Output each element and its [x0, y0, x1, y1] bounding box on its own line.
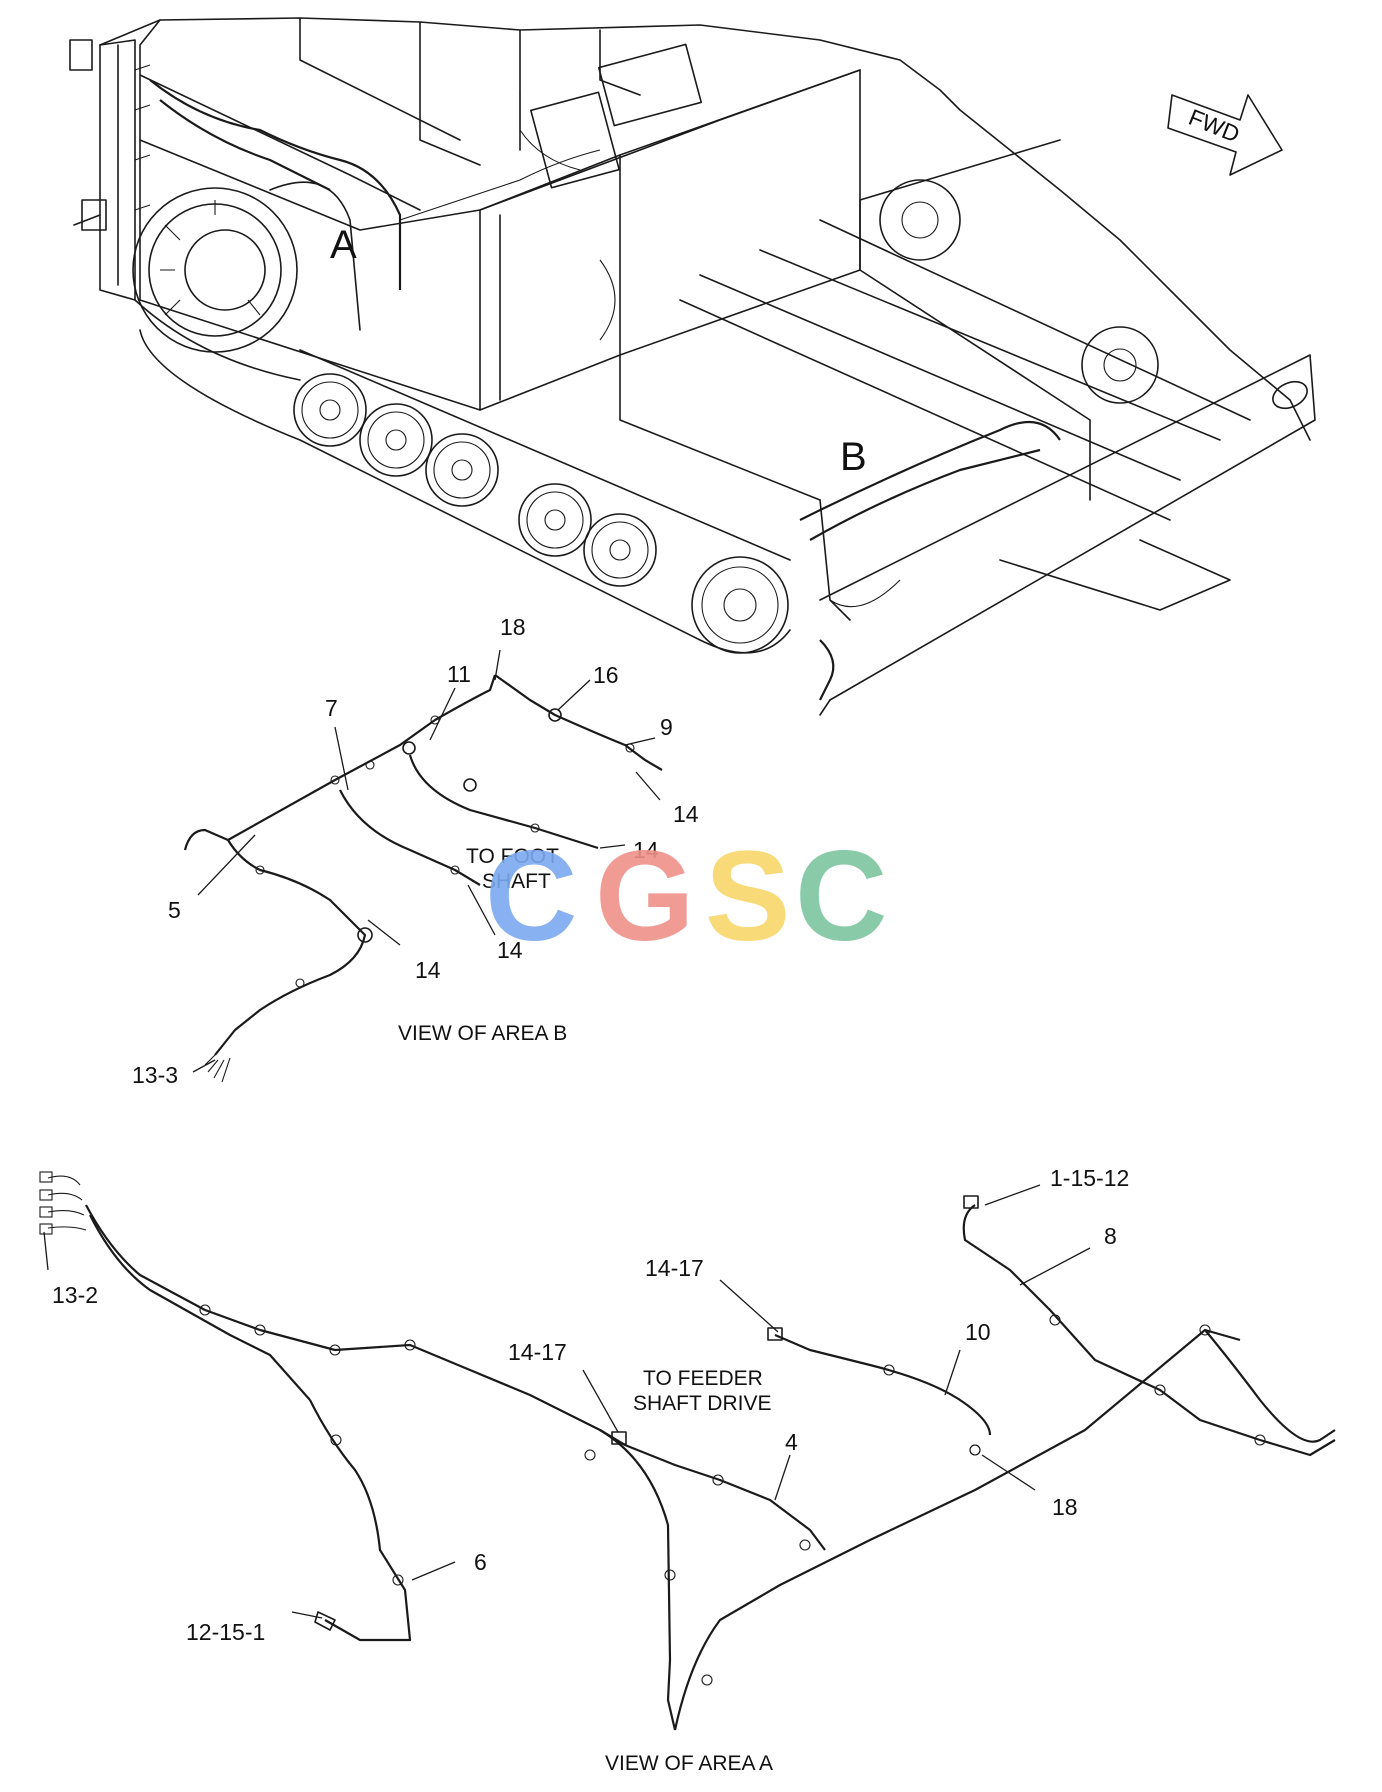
view-b-leaders: [192, 649, 661, 1073]
callout-14: 14: [673, 801, 699, 827]
callout-7: 7: [325, 695, 338, 721]
view-b-note-line2: SHAFT: [482, 870, 551, 893]
view-b-harness-drawing: [183, 674, 663, 1083]
callout-6: 6: [474, 1549, 487, 1575]
bogie-wheels: [293, 373, 789, 654]
view-a-caption: VIEW OF AREA A: [605, 1752, 773, 1775]
callout-5: 5: [168, 897, 181, 923]
machine-chassis-drawing: [69, 17, 1316, 716]
area-b-label: B: [840, 435, 867, 479]
view-a-leaders: [43, 1184, 1091, 1619]
view-a-callouts: 1-15-12 8 13-2 14-17 10 14-17 4 18 6 12-…: [52, 1165, 1129, 1775]
view-b-caption: VIEW OF AREA B: [398, 1022, 567, 1045]
callout-18: 18: [1052, 1494, 1078, 1520]
forward-direction-arrow: FWD: [1167, 94, 1283, 176]
callout-13-2: 13-2: [52, 1282, 98, 1308]
callout-14-17: 14-17: [508, 1339, 567, 1365]
callout-14: 14: [633, 837, 659, 863]
watermark-letter-g: G: [595, 825, 695, 968]
cgsc-watermark: C G S C: [485, 825, 887, 968]
watermark-letter-c: C: [485, 825, 577, 968]
view-a-harness-drawing: [39, 1171, 1336, 1731]
area-a-label: A: [330, 223, 357, 267]
callout-8: 8: [1104, 1223, 1117, 1249]
callout-9: 9: [660, 714, 673, 740]
callout-10: 10: [965, 1319, 991, 1345]
callout-12-15-1: 12-15-1: [186, 1619, 265, 1645]
callout-14-17: 14-17: [645, 1255, 704, 1281]
callout-14: 14: [415, 957, 441, 983]
watermark-letter-c: C: [795, 825, 887, 968]
callout-11: 11: [447, 661, 471, 687]
callout-13-3: 13-3: [132, 1062, 178, 1088]
callout-4: 4: [785, 1429, 798, 1455]
view-b-note-line1: TO FOOT: [466, 845, 559, 868]
callout-16: 16: [593, 662, 619, 688]
view-a-note-line1: TO FEEDER: [643, 1367, 763, 1390]
callout-14: 14: [497, 937, 523, 963]
callout-18: 18: [500, 614, 526, 640]
view-b-callouts: 18 11 16 7 9 14 14 5 14 14 13-3 TO FOOT …: [132, 614, 699, 1088]
watermark-letter-s: S: [705, 825, 790, 968]
view-a-note-line2: SHAFT DRIVE: [633, 1392, 771, 1415]
callout-1-15-12: 1-15-12: [1050, 1165, 1129, 1191]
